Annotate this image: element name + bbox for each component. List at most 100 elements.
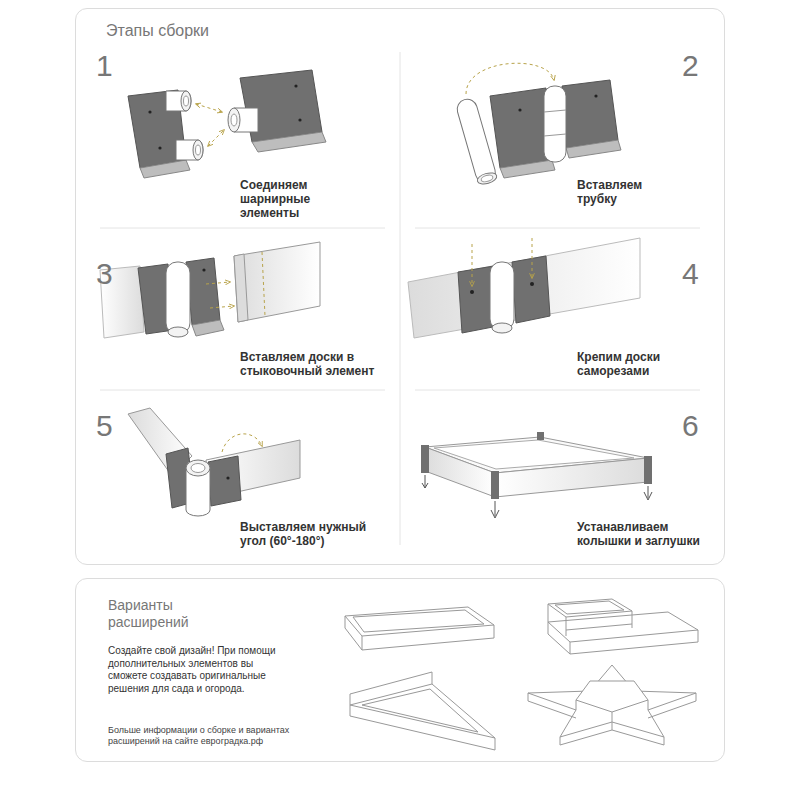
- tube-hole: [480, 174, 493, 183]
- bed-wall: [425, 447, 495, 497]
- step4-illustration: [408, 238, 640, 338]
- divider-line: [415, 228, 700, 229]
- step-number: 3: [96, 256, 113, 292]
- footnote-text: Больше информации о сборке и вариантах р…: [108, 725, 318, 747]
- sketch-bed: [576, 700, 648, 722]
- hinge-slot: [252, 132, 326, 152]
- step-number: 1: [96, 48, 113, 84]
- board: [234, 242, 320, 322]
- knuckle-end: [228, 108, 240, 132]
- sketch-bed: [350, 684, 495, 738]
- sketch-bed: [350, 672, 432, 694]
- step5-illustration: [128, 408, 300, 516]
- panel-heading: Варианты расширений: [108, 597, 218, 631]
- dashed-arrow: [222, 434, 262, 452]
- sketch-bed: [576, 681, 648, 712]
- knuckle-hole: [184, 96, 189, 106]
- divider-line: [415, 390, 700, 391]
- screw-hole: [202, 268, 205, 271]
- hinge-knuckles: [544, 86, 566, 162]
- knuckle-hole: [196, 145, 201, 155]
- screw-hole: [294, 84, 297, 87]
- hinge-knuckle: [176, 140, 203, 160]
- divider-line: [400, 52, 401, 545]
- tube-hole: [191, 464, 205, 473]
- hinge-plate: [186, 258, 220, 325]
- corner-hinge: [421, 445, 429, 473]
- screw-hole: [518, 108, 521, 111]
- dashed-arrow: [210, 306, 234, 308]
- knuckle-end: [492, 323, 512, 333]
- dashed-arrow: [206, 282, 230, 284]
- stake: [422, 475, 428, 488]
- tube-end: [476, 171, 498, 186]
- screw-hole: [226, 476, 229, 479]
- dashed-arrow: [196, 104, 222, 112]
- step-number: 4: [682, 256, 699, 292]
- knuckle-end: [168, 327, 188, 337]
- stake: [491, 501, 499, 518]
- knuckle-hole: [231, 114, 237, 126]
- dashed-arrow: [472, 244, 473, 286]
- panel-heading: Этапы сборки: [106, 21, 326, 40]
- grid-dividers: [100, 52, 700, 545]
- screw-hole: [158, 146, 161, 149]
- hinge-slot: [140, 160, 190, 178]
- screw-hole: [298, 118, 301, 121]
- hinge-knuckles: [166, 262, 190, 334]
- sketch-bed: [548, 599, 632, 617]
- tube-body: [455, 97, 498, 185]
- step-caption: Устанавливаем колышки и заглушки: [577, 520, 707, 548]
- step2-illustration: [455, 63, 621, 186]
- knuckle-end: [193, 140, 203, 160]
- hinge-plate: [562, 80, 618, 148]
- plug: [537, 432, 544, 440]
- step-caption: Соединяем шарнирные элементы: [240, 178, 371, 220]
- divider-line: [100, 228, 385, 229]
- knuckle-joint: [544, 134, 566, 136]
- corner-hinge: [644, 456, 652, 484]
- step3-illustration: [100, 242, 320, 338]
- sketch-bed: [555, 601, 624, 614]
- hinge-slot: [192, 320, 224, 336]
- dashed-arrow: [208, 130, 224, 146]
- sketch-bed: [345, 607, 494, 636]
- body-text: Создайте свой дизайн! При помощи дополни…: [108, 645, 280, 695]
- dashed-arrow: [532, 238, 533, 278]
- screw: [470, 290, 474, 294]
- bed-wall: [495, 458, 648, 497]
- insert-mark: [262, 252, 265, 316]
- sketch-bed: [350, 672, 495, 750]
- dashed-arrow: [466, 63, 554, 94]
- knuckle-end: [181, 91, 191, 111]
- step-number: 2: [682, 48, 699, 84]
- knuckle-joint: [544, 110, 566, 112]
- tube: [455, 97, 498, 186]
- screw-hole: [148, 110, 151, 113]
- step6-illustration: [421, 432, 652, 518]
- step-caption: Выставляем нужный угол (60°-180°): [240, 520, 380, 548]
- corner-hinge: [491, 471, 499, 499]
- screw: [530, 282, 534, 286]
- steps-panel: Этапы сборки: [75, 8, 725, 565]
- board-edge: [234, 254, 248, 322]
- hinge-slot: [566, 140, 621, 158]
- hinge-slot: [500, 160, 555, 178]
- hinge-knuckles: [490, 262, 514, 330]
- step-caption: Вставляем доски в стыковочный элемент: [240, 350, 390, 378]
- sketch-bed: [362, 689, 478, 732]
- sketch-bed: [353, 610, 484, 632]
- sketch-bed: [345, 616, 494, 650]
- hinge-knuckle: [166, 91, 191, 111]
- step-number: 6: [682, 408, 699, 444]
- tube-end: [186, 460, 210, 476]
- stake: [644, 486, 652, 500]
- step-caption: Вставляем трубку: [577, 178, 657, 206]
- divider-line: [100, 390, 385, 391]
- sketch-bed: [548, 622, 698, 654]
- hinge-plate: [490, 88, 552, 168]
- hinge-plate: [208, 456, 241, 506]
- extensions-panel: Варианты расширенийСоздайте свой дизайн!…: [75, 578, 725, 762]
- step-number: 5: [96, 408, 113, 444]
